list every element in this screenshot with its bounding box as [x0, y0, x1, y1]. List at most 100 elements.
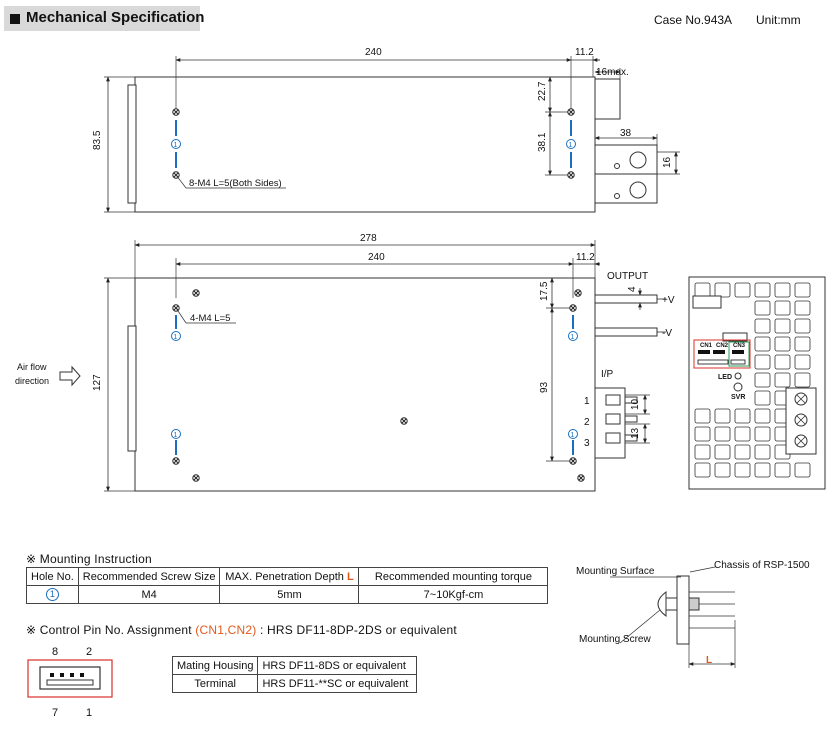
vent-slot — [734, 408, 751, 424]
vent-slot — [794, 318, 811, 334]
section-title: Mechanical Specification — [26, 9, 205, 26]
front-panel-labels: CN1 CN2 CN3 LED SVR — [700, 343, 746, 401]
pin-2-label: 2 — [86, 646, 92, 658]
dim-127: 127 — [92, 374, 103, 391]
control-pin-title: ※ Control Pin No. Assignment (CN1,CN2) :… — [26, 623, 457, 637]
vent-slot — [774, 372, 791, 388]
vent-slot — [754, 354, 771, 370]
vent-slot — [694, 462, 711, 478]
ip-label: I/P — [601, 369, 614, 380]
vent-slot — [774, 462, 791, 478]
table-row: Mating Housing HRS DF11-8DS or equivalen… — [171, 656, 418, 675]
input-pin-2: 2 — [584, 417, 590, 428]
dim-4: 4 — [627, 286, 638, 292]
vent-slot — [794, 300, 811, 316]
vent-slot — [754, 300, 771, 316]
cn1-label: CN1 — [700, 343, 713, 349]
mating-table: Mating Housing HRS DF11-8DS or equivalen… — [171, 656, 418, 693]
dim-10: 10 — [630, 398, 641, 410]
vent-slot — [774, 336, 791, 352]
dim-38: 38 — [620, 128, 632, 139]
vent-slot — [754, 336, 771, 352]
dim-11-2-top: 11.2 — [575, 47, 594, 58]
cell-hole: 1 — [26, 585, 79, 604]
airflow-label-2: direction — [15, 376, 49, 386]
vent-slot — [734, 282, 751, 298]
mounting-table-header: Hole No. Recommended Screw Size MAX. Pen… — [26, 567, 549, 586]
hole-marker-1: 1 — [571, 432, 575, 439]
case-number: Case No.943A — [654, 13, 733, 27]
led-label: LED — [718, 374, 732, 381]
front-panel — [688, 276, 826, 490]
vent-slot — [794, 354, 811, 370]
vent-slot — [714, 444, 731, 460]
connector-pin-labels: 8 2 7 1 — [52, 646, 92, 719]
bottom-view-labels: 278 240 11.2 127 17.5 93 4 10 13 OUTPUT … — [15, 233, 675, 449]
input-pin-1: 1 — [584, 396, 590, 407]
vent-slot — [754, 408, 771, 424]
mounting-screw-label: Mounting Screw — [579, 634, 651, 645]
mounting-diagram — [610, 566, 736, 668]
vent-slot — [734, 444, 751, 460]
hole-marker-1: 1 — [571, 334, 575, 341]
col-hole-no: Hole No. — [26, 567, 79, 586]
cell-screw: M4 — [77, 585, 221, 604]
depth-l-label: L — [706, 655, 712, 666]
top-view-labels: 240 11.2 16max. 83.5 22.7 38.1 38 16 8-M… — [92, 47, 673, 189]
vent-slot — [754, 282, 771, 298]
connector-pin-diagram — [27, 659, 113, 698]
table-row: Terminal HRS DF11-**SC or equivalent — [171, 674, 418, 693]
cell-depth: 5mm — [219, 585, 360, 604]
dim-13: 13 — [630, 427, 641, 439]
hole-marker-1: 1 — [174, 432, 178, 439]
dim-11-2-bottom: 11.2 — [576, 252, 595, 263]
cn2-label: CN2 — [716, 343, 729, 349]
vent-slot — [694, 282, 711, 298]
vent-slot — [754, 318, 771, 334]
hole-marker-1: 1 — [174, 142, 178, 149]
vent-slot — [794, 372, 811, 388]
mounting-diagram-labels: Mounting Surface Chassis of RSP-1500 Mou… — [576, 560, 810, 666]
vent-slot — [754, 444, 771, 460]
unit-label: Unit:mm — [756, 13, 801, 27]
plus-v-label: +V — [662, 295, 675, 306]
dim-17-5: 17.5 — [539, 281, 550, 301]
vent-slot — [714, 282, 731, 298]
minus-v-label: -V — [662, 328, 672, 339]
dim-83-5: 83.5 — [92, 130, 103, 150]
vent-slot — [694, 444, 711, 460]
top-view — [104, 56, 680, 213]
vent-slot — [794, 462, 811, 478]
pin-7-label: 7 — [52, 707, 58, 719]
dim-240-top: 240 — [365, 47, 382, 58]
hole-number-badge: 1 — [45, 588, 59, 601]
hole-marker-1: 1 — [569, 142, 573, 149]
vent-slot — [754, 462, 771, 478]
vent-slot — [714, 462, 731, 478]
header-square-bullet — [10, 14, 20, 24]
vent-slot — [734, 426, 751, 442]
dim-16max: 16max. — [596, 67, 629, 78]
col-torque: Recommended mounting torque — [358, 567, 549, 586]
vent-slot — [714, 408, 731, 424]
bottom-hole-callout: 4-M4 L=5 — [190, 313, 230, 324]
vent-slot — [794, 336, 811, 352]
col-screw-size: Recommended Screw Size — [77, 567, 221, 586]
vent-slot — [774, 282, 791, 298]
dim-16: 16 — [662, 156, 673, 168]
pin-1-label: 1 — [86, 707, 92, 719]
cell-torque: 7~10Kgf-cm — [358, 585, 549, 604]
terminal-value: HRS DF11-**SC or equivalent — [257, 674, 418, 693]
vent-slot — [794, 282, 811, 298]
vent-slot — [734, 462, 751, 478]
chassis-label: Chassis of RSP-1500 — [714, 560, 810, 571]
mounting-table: Hole No. Recommended Screw Size MAX. Pen… — [26, 567, 549, 604]
pin-8-label: 8 — [52, 646, 58, 658]
dim-93: 93 — [539, 381, 550, 393]
vent-slot — [754, 372, 771, 388]
table-row: 1 M4 5mm 7~10Kgf-cm — [26, 585, 549, 604]
mating-housing-value: HRS DF11-8DS or equivalent — [257, 656, 418, 675]
vent-slot — [714, 426, 731, 442]
vent-slot — [694, 408, 711, 424]
